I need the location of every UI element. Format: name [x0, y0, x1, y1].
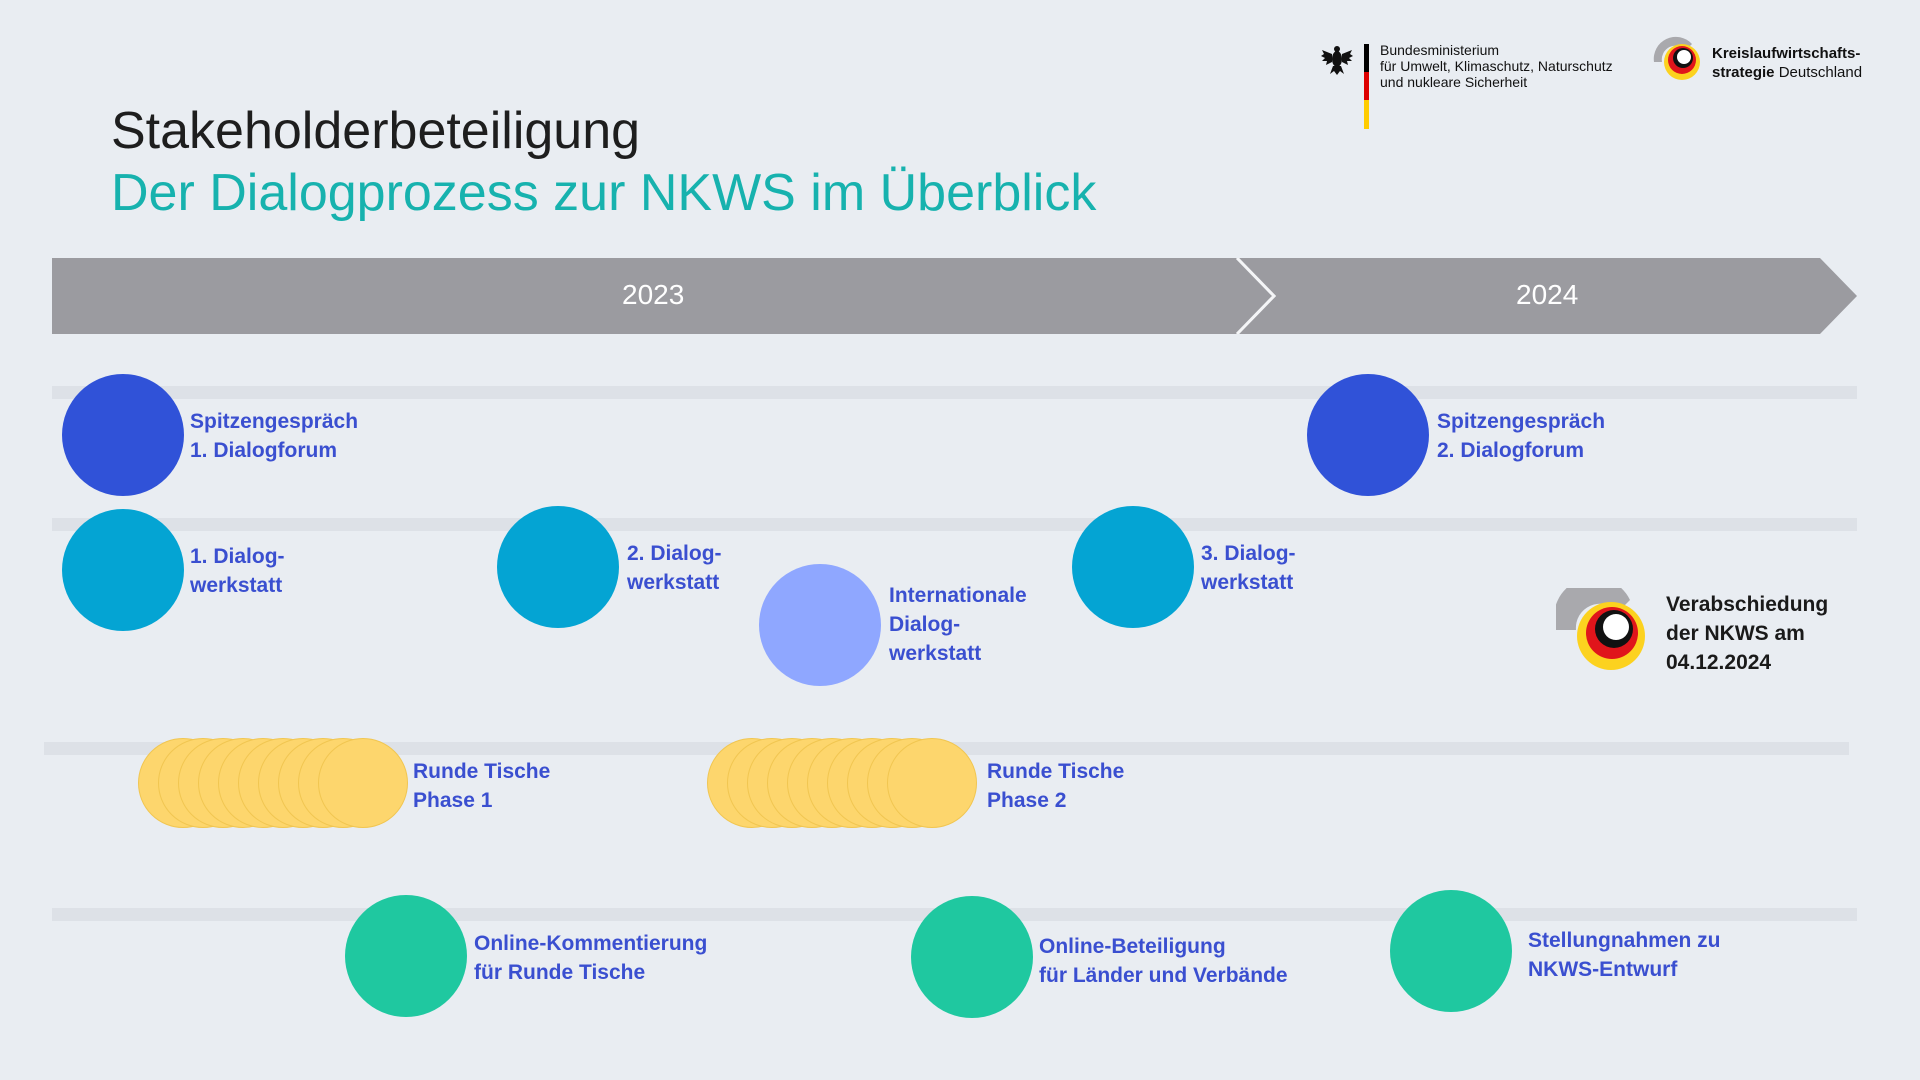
bmuv-line-3: und nukleare Sicherheit [1380, 74, 1528, 90]
kws-mark-icon [1653, 36, 1700, 80]
round-table-disc [318, 738, 408, 828]
dialogwerkstatt-3-marker [1072, 506, 1194, 628]
bmuv-line-1: Bundesministerium [1380, 42, 1500, 58]
kws-line-2-rest: Deutschland [1774, 64, 1863, 81]
page-subtitle: Der Dialogprozess zur NKWS im Überblick [111, 164, 1097, 222]
dialogwerkstatt-1-label: 1. Dialog-werkstatt [190, 545, 285, 597]
timeline-arrow-shape [52, 256, 1857, 336]
runde-tische-2-marker [707, 738, 979, 830]
kws-line-2-bold: strategie [1712, 64, 1775, 81]
flag-stripe [1364, 44, 1369, 129]
timeline-arrow: 2023 2024 [52, 256, 1857, 336]
page-title: Stakeholderbeteiligung [111, 102, 641, 160]
kws-logo: Kreislaufwirtschafts- strategie Deutschl… [1652, 36, 1912, 86]
federal-eagle-icon [1321, 46, 1353, 75]
year-2024: 2024 [1516, 279, 1579, 310]
bmuv-text: Bundesministerium für Umwelt, Klimaschut… [1380, 42, 1613, 90]
dialogwerkstatt-2-marker [497, 506, 619, 628]
lane-dialogforum [52, 386, 1857, 399]
bmuv-logo: Bundesministerium für Umwelt, Klimaschut… [1320, 38, 1620, 133]
online-kommentierung-marker [345, 895, 467, 1017]
stellungnahmen-marker [1390, 890, 1512, 1012]
dialogwerkstatt-2-label: 2. Dialog-werkstatt [627, 542, 722, 594]
dialogwerkstatt-3-label: 3. Dialog-werkstatt [1201, 542, 1296, 594]
round-table-disc [887, 738, 977, 828]
kws-line-1: Kreislaufwirtschafts- [1712, 45, 1861, 62]
year-2023: 2023 [622, 279, 685, 310]
nkws-seal-icon [1556, 588, 1645, 670]
lane-dialogwerkstatt [52, 518, 1857, 531]
bmuv-line-2: für Umwelt, Klimaschutz, Naturschutz [1380, 58, 1613, 74]
international-werkstatt-marker [759, 564, 881, 686]
dialogforum-2-marker [1307, 374, 1429, 496]
kws-text: Kreislaufwirtschafts- strategie Deutschl… [1712, 44, 1862, 82]
runde-tische-1-marker [138, 738, 410, 830]
dialogwerkstatt-1-marker [62, 509, 184, 631]
dialogforum-1-marker [62, 374, 184, 496]
online-beteiligung-marker [911, 896, 1033, 1018]
